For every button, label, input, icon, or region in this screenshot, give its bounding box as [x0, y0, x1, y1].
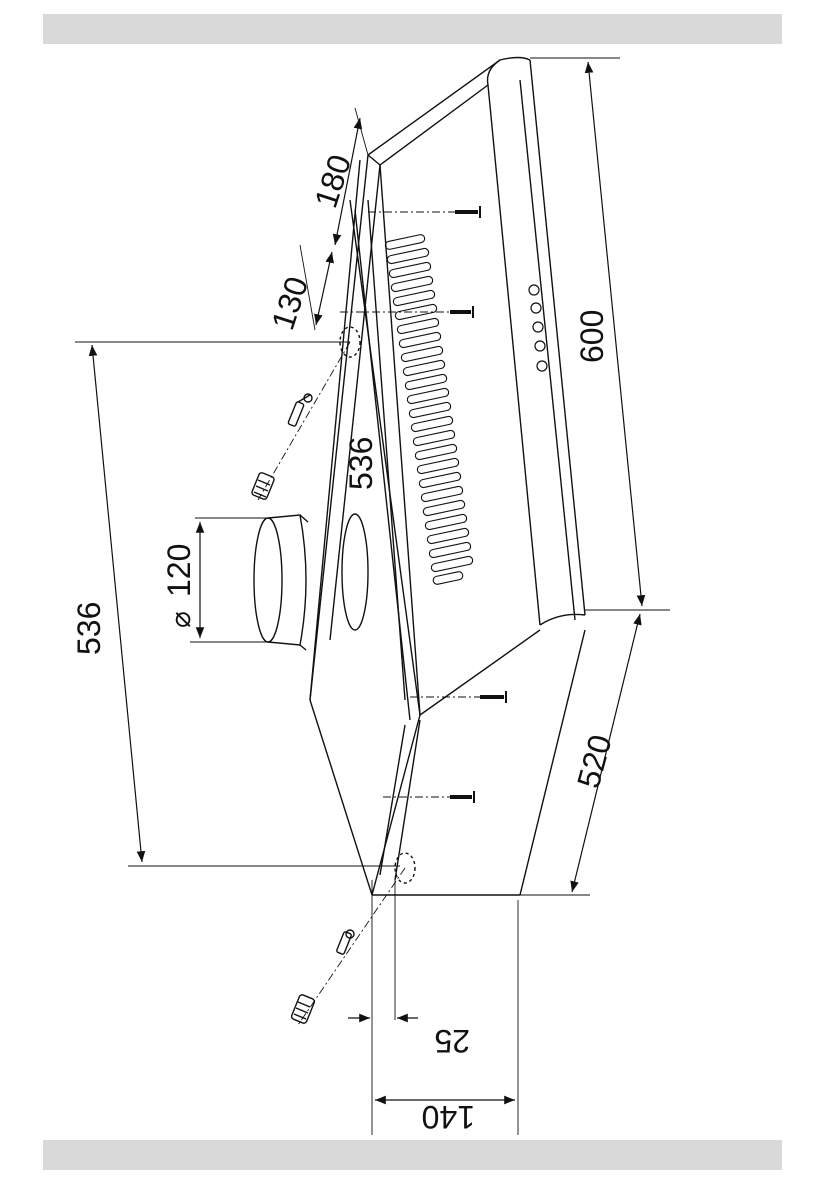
- control-buttons: [529, 285, 547, 371]
- duct-collar: [254, 515, 308, 650]
- screw-front-3: [480, 691, 506, 703]
- dimension-536-center: 536: [343, 437, 379, 490]
- dimension-25: 25: [434, 1023, 470, 1059]
- dimension-520: 520: [570, 731, 619, 792]
- duct-opening: [342, 514, 368, 630]
- dimension-120: 120: [161, 544, 197, 597]
- dimension-130: 130: [264, 272, 315, 334]
- dimension-600: 600: [574, 310, 610, 363]
- screw-upper: [288, 394, 312, 427]
- dimension-536-left: 536: [71, 602, 107, 655]
- screw-front-1: [455, 206, 480, 218]
- wall-plug-lower: [291, 994, 316, 1024]
- dimension-140: 140: [422, 1099, 475, 1135]
- diameter-symbol: ⌀: [165, 611, 196, 628]
- screw-lower: [336, 930, 354, 955]
- wall-plug-upper: [251, 472, 275, 500]
- screw-front-4: [450, 791, 474, 803]
- screw-front-2: [450, 306, 473, 318]
- wall-holes: [340, 327, 415, 883]
